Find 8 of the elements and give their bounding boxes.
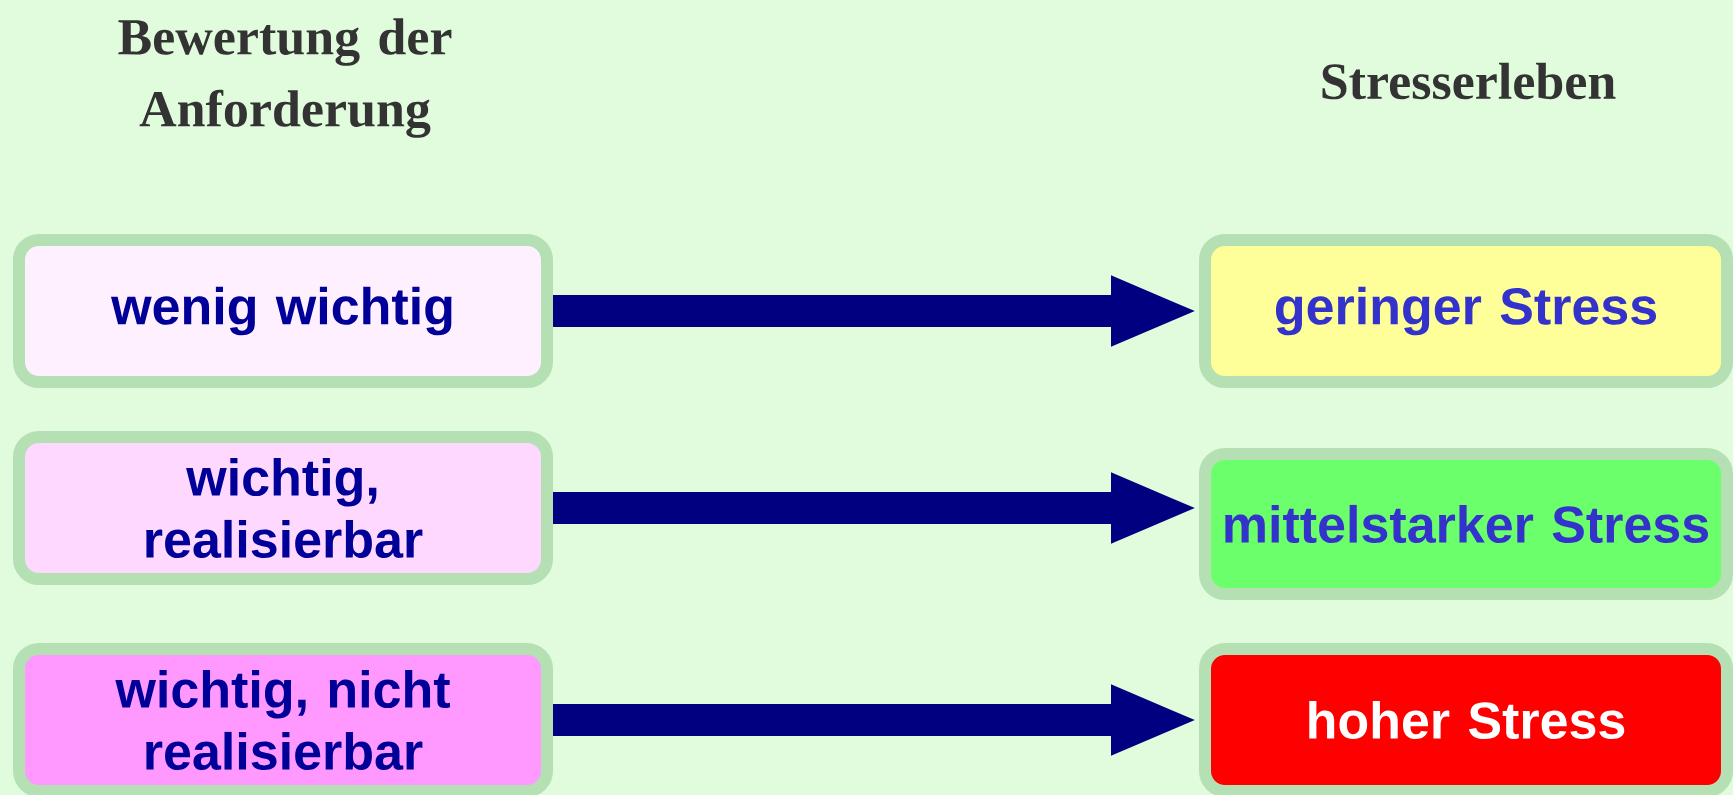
- stress-level-box: hoher Stress: [1199, 643, 1733, 795]
- stress-level-box: geringer Stress: [1199, 234, 1733, 388]
- rating-box: wichtig, realisierbar: [13, 431, 553, 585]
- column-heading: Bewertung der Anforderung: [118, 18, 452, 138]
- column-heading: Stresserleben: [1322, 62, 1616, 100]
- stress-level-box: mittelstarker Stress: [1199, 448, 1733, 600]
- rating-box: wichtig, nicht realisierbar: [13, 643, 553, 795]
- rating-box: wenig wichtig: [13, 234, 553, 388]
